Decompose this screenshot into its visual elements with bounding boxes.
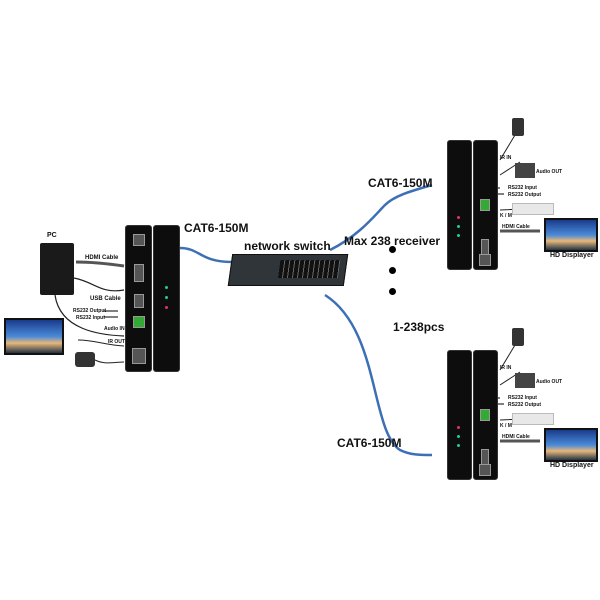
hdmi-cable-label: HDMI Cable [85,255,119,261]
ellipsis-dot [389,246,396,253]
rs232-input-label: RS232 Input [76,315,105,321]
ir-cable [77,339,125,347]
rs232-output-label: RS232 Output [508,402,542,408]
audio-in-label: Audio IN [104,326,125,332]
rs232-input-label: RS232 Input [508,395,537,401]
speaker-icon [515,373,535,388]
power-adapter-icon [512,118,524,136]
power-adapter-icon [512,328,524,346]
max-receiver-label: Max 238 receiver [344,234,441,248]
ir-in-label: IR IN [500,365,512,371]
cat6-label-bottom: CAT6-150M [337,436,402,450]
network-switch-label: network switch [244,239,331,253]
power-cable [94,359,125,364]
cat6-cable-left [179,246,233,264]
usb-cable [73,277,125,292]
keyboard-icon [512,413,554,425]
cat6-label-left: CAT6-150M [184,221,249,235]
receiver-group-2: IR IN Audio OUT RS232 Input RS232 Output… [440,328,600,488]
receiver-group-1: IR IN Audio OUT RS232 Input RS232 Output… [440,118,600,278]
hd-display-icon [544,428,598,462]
cat6-label-top: CAT6-150M [368,176,433,190]
km-label: K / M [500,423,512,429]
hdmi-cable-label: HDMI Cable [502,434,530,440]
cat6-cable-top [329,183,433,252]
rs232-output-label: RS232 Output [73,308,107,314]
receiver-front-panel [447,350,472,480]
hd-displayer-label: HD Displayer [550,252,594,259]
network-switch-icon [227,254,349,286]
rs232-input-label: RS232 Input [508,185,537,191]
pc-label: PC [47,232,57,239]
hdmi-cable-left [75,260,125,268]
usb-cable-label: USB Cable [90,296,121,302]
transmitter-front-panel [153,225,180,372]
receiver-rear-panel [473,140,498,270]
audio-out-label: Audio OUT [536,379,563,385]
hd-display-icon [544,218,598,252]
audio-cable [54,294,125,337]
count-label: 1-238pcs [393,320,445,334]
cat6-cable-bottom [324,293,433,457]
ir-in-label: IR IN [500,155,512,161]
hd-displayer-label: HD Displayer [550,462,594,469]
pc-tower-icon [40,243,74,295]
audio-out-label: Audio OUT [536,169,563,175]
speaker-icon [515,163,535,178]
ellipsis-dot [389,267,396,274]
transmitter-rear-panel [125,225,152,372]
power-adapter-icon [75,352,95,367]
receiver-rear-panel [473,350,498,480]
tv-left-icon [4,318,64,355]
km-label: K / M [500,213,512,219]
ellipsis-dot [389,288,396,295]
rs232-output-label: RS232 Output [508,192,542,198]
keyboard-icon [512,203,554,215]
ir-out-label: IR OUT [108,339,125,345]
receiver-front-panel [447,140,472,270]
hdmi-cable-label: HDMI Cable [502,224,530,230]
